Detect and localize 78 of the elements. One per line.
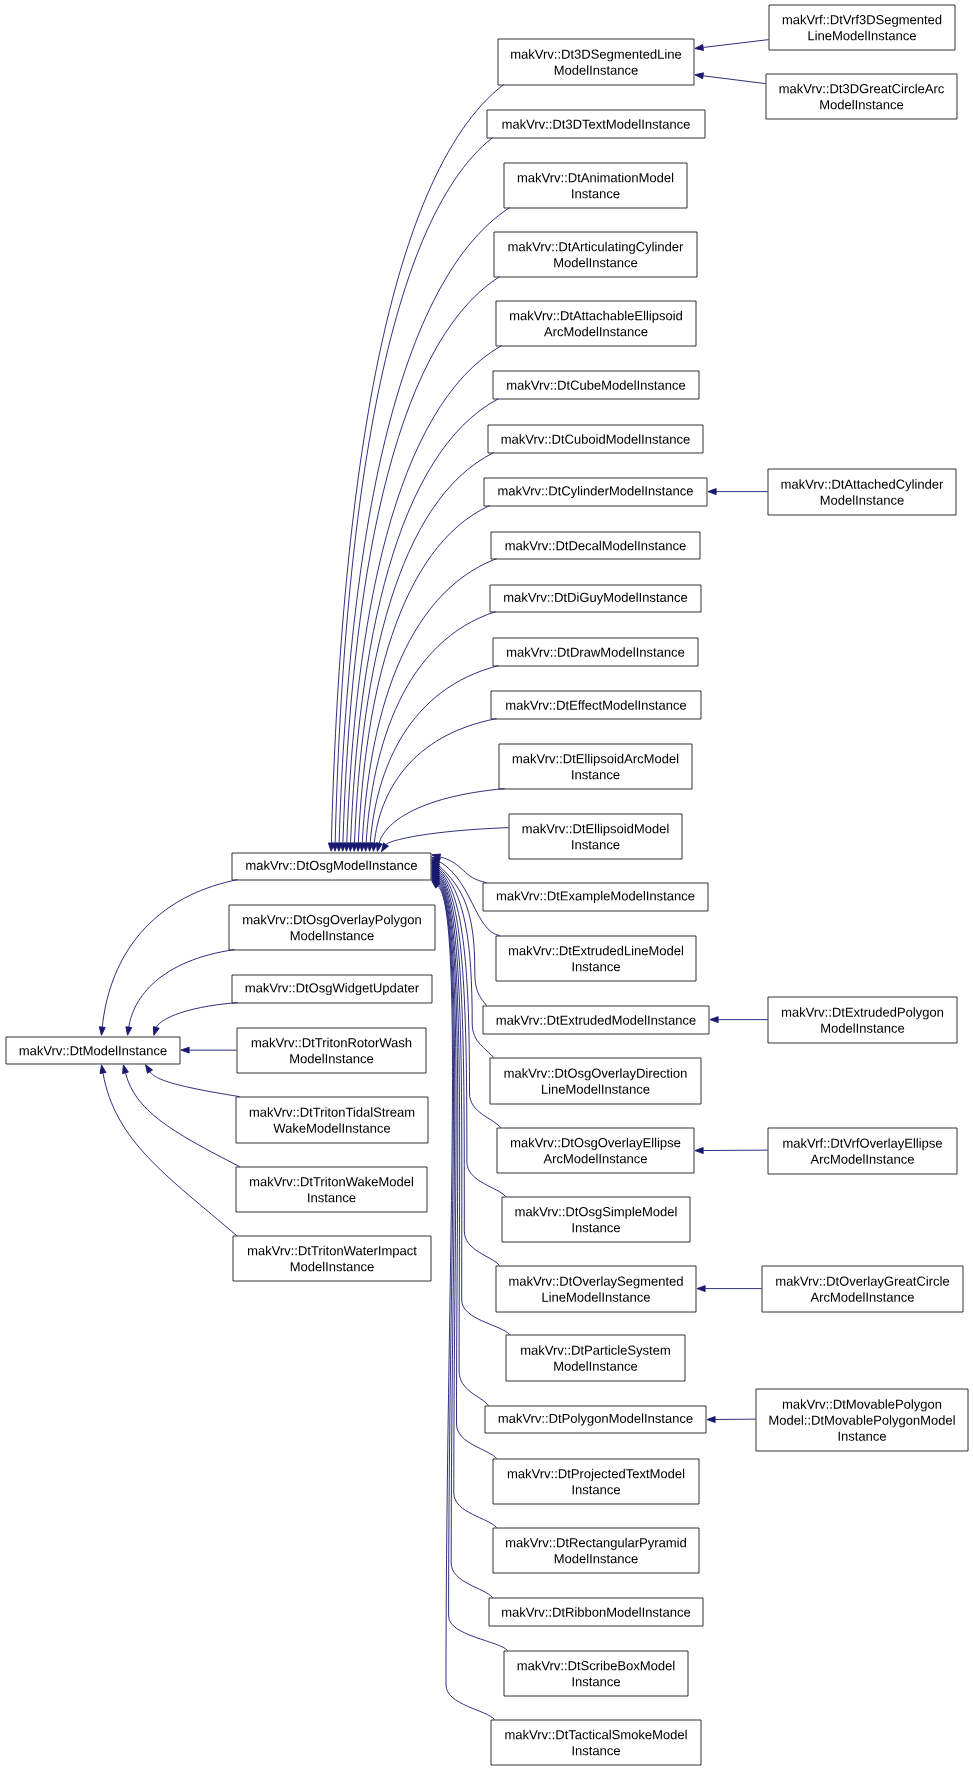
class-box: makVrv::DtOsgWidgetUpdater [231,974,433,1004]
class-box: makVrv::DtOsgModelInstance [231,852,432,881]
class-box: makVrv::DtModelInstance [5,1036,181,1065]
inheritance-arrow [375,788,506,852]
class-box: makVrv::DtCylinderModelInstance [483,477,708,507]
class-box: makVrv::DtEffectModelInstance [490,690,702,720]
inheritance-arrow [694,1147,769,1154]
inheritance-arrow [351,452,495,852]
inheritance-arrow [431,862,502,1129]
inheritance-arrow [362,611,497,852]
inheritance-arrow [431,853,488,884]
class-box: makVrv::DtExtrudedPolygon ModelInstance [767,996,958,1044]
inheritance-arrow [125,949,236,1036]
class-box: makVrv::DtExtrudedLineModel Instance [495,935,697,982]
class-box: makVrv::DtOsgOverlayPolygon ModelInstance [228,904,436,951]
inheritance-arrow [431,878,509,1652]
inheritance-arrow [694,39,770,51]
class-box: makVrv::DtRibbonModelInstance [488,1597,704,1627]
class-box: makVrv::DtOverlaySegmented LineModelInstance [495,1265,697,1313]
inheritance-arrow [431,870,490,1407]
class-box: makVrv::DtCuboidModelInstance [487,424,704,454]
inheritance-arrow [122,1064,241,1168]
inheritance-arrow [707,488,769,496]
class-box: makVrv::DtEllipsoidModel Instance [508,813,683,860]
inheritance-arrow [431,856,501,937]
inheritance-arrow [431,866,501,1267]
inheritance-arrow [180,1046,238,1054]
inheritance-arrow [366,665,500,852]
class-box: makVrv::DtTritonWakeModel Instance [235,1166,428,1213]
class-box: makVrv::DtTacticalSmokeModel Instance [490,1719,702,1766]
class-box: makVrf::DtVrf3DSegmented LineModelInstance [768,4,956,51]
inheritance-arrow [153,1002,239,1036]
class-box: makVrv::DtDiGuyModelInstance [489,584,702,613]
inheritance-arrow [370,718,498,852]
class-box: makVrv::DtDecalModelInstance [490,531,701,560]
inheritance-arrow [99,1064,238,1237]
class-box: makVrv::DtDrawModelInstance [492,637,699,667]
class-box: makVrv::DtProjectedTextModel Instance [492,1458,700,1505]
inheritance-arrow [339,276,501,852]
class-box: makVrv::DtScribeBoxModel Instance [503,1650,689,1697]
inheritance-arrow [706,1416,757,1423]
class-box: makVrv::DtOverlayGreatCircle ArcModelInstance [761,1265,964,1313]
inheritance-arrow [335,207,511,852]
inheritance-arrow [145,1064,241,1098]
class-box: makVrv::DtMovablePolygon Model::DtMovablePolygonModel Instance [755,1388,969,1452]
inheritance-arrow [709,1016,769,1024]
class-box: makVrv::DtParticleSystem ModelInstance [505,1334,686,1382]
class-box: makVrv::DtTritonRotorWash ModelInstance [236,1027,427,1074]
inheritance-arrow [354,505,491,852]
inheritance-arrow [381,827,510,852]
class-box: makVrv::DtRectangularPyramid ModelInstance [492,1527,700,1574]
class-box: makVrv::DtCubeModelInstance [492,370,700,400]
inheritance-arrow [98,879,239,1036]
class-box: makVrv::DtPolygonModelInstance [484,1405,707,1434]
inheritance-arrow [431,858,488,1007]
inheritance-arrow [431,864,507,1198]
class-box: makVrv::DtTritonWaterImpact ModelInstance [232,1235,432,1282]
inheritance-arrow [431,860,495,1059]
class-box: makVrv::Dt3DGreatCircleArc ModelInstance [765,73,958,120]
class-box: makVrv::DtOsgOverlayEllipse ArcModelInstance [496,1127,695,1174]
inheritance-arrow [694,72,767,85]
inheritance-arrow [431,868,511,1336]
class-box: makVrv::DtExampleModelInstance [482,882,709,912]
class-box: makVrv::DtOsgOverlayDirection LineModelInstance [489,1057,702,1105]
class-box: makVrv::DtAttachableEllipsoid ArcModelInstance [495,300,697,347]
class-box: makVrf::DtVrfOverlayEllipse ArcModelInstance [767,1127,958,1175]
inheritance-arrow [431,880,496,1721]
class-box: makVrv::DtExtrudedModelInstance [482,1005,710,1035]
class-box: makVrv::DtArticulatingCylinder ModelInstance [493,231,698,278]
class-box: makVrv::DtOsgSimpleModel Instance [501,1196,691,1243]
class-box: makVrv::DtEllipsoidArcModel Instance [498,743,693,790]
class-box: makVrv::DtAnimationModel Instance [503,162,688,209]
class-box: makVrv::Dt3DSegmentedLine ModelInstance [497,38,695,86]
inheritance-arrow [358,558,498,852]
inheritance-arrow [696,1285,763,1293]
class-box: makVrv::Dt3DTextModelInstance [486,109,706,139]
class-box: makVrv::DtTritonTidalStream WakeModelInstance [235,1096,429,1144]
class-box: makVrv::DtAttachedCylinder ModelInstance [767,468,957,516]
